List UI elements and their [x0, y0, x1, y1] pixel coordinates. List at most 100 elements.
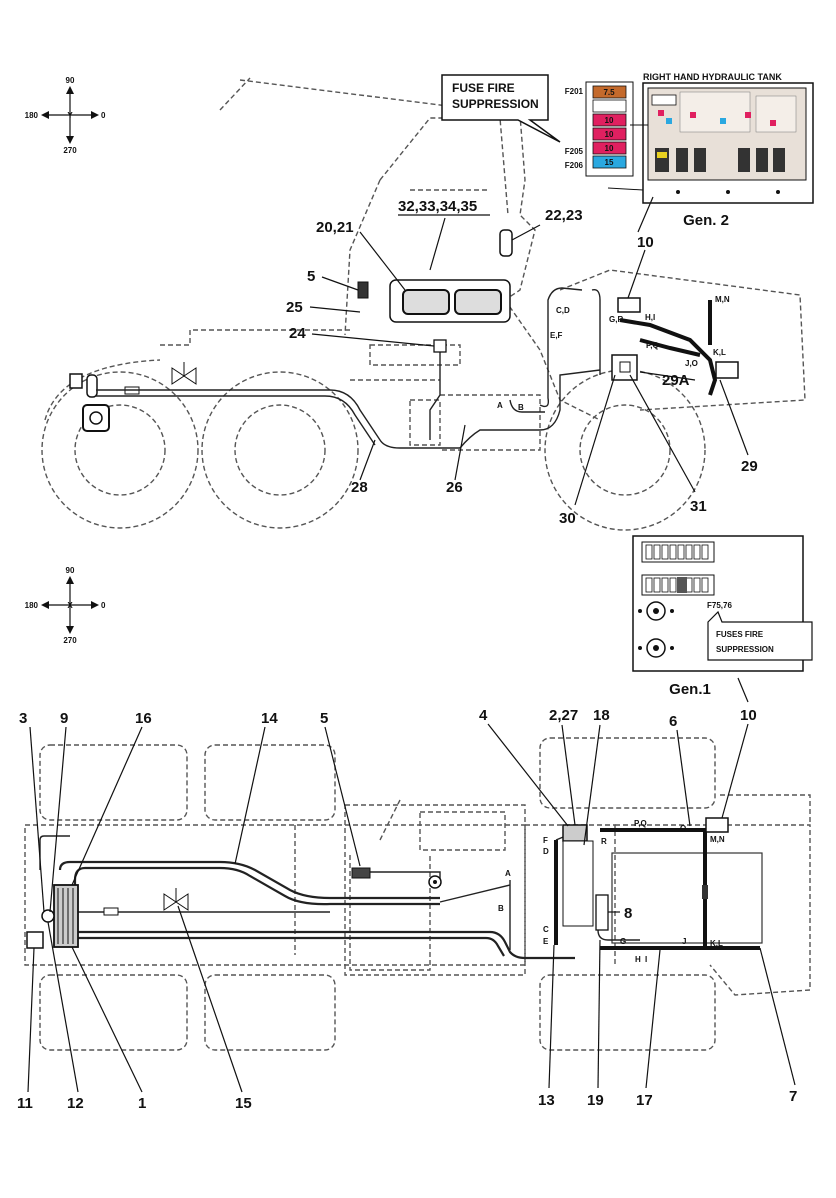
callout-3: 3: [19, 710, 27, 727]
fuse-value: 10: [605, 144, 614, 153]
callout-19: 19: [587, 1092, 604, 1109]
compass-top-w: 180: [25, 111, 39, 120]
callout-16: 16: [135, 710, 152, 727]
callout-4: 4: [479, 707, 488, 724]
callout-8: 8: [624, 905, 632, 922]
callout-32-35: 32,33,34,35: [398, 198, 477, 215]
compass-top-n: 90: [66, 76, 75, 85]
compass-bottom: 90 180 0 270 X: [25, 566, 106, 645]
letters-bottom: F D A B C E R P,Q O M,N G H I J K,L: [498, 819, 725, 964]
callout-5-top: 5: [307, 268, 315, 285]
letter-i: I: [645, 955, 647, 964]
fuse-callout-top-line2: SUPPRESSION: [452, 97, 539, 111]
callout-22-23: 22,23: [545, 207, 583, 224]
fuse-panel-gen1-caption: Gen.1: [669, 681, 711, 698]
callout-5-bottom: 5: [320, 710, 328, 727]
letter-r: R: [601, 837, 607, 846]
letter-mn-bottom: M,N: [710, 835, 725, 844]
callout-24: 24: [289, 325, 306, 342]
fuse-callout-bottom-line1: FUSES FIRE: [716, 630, 764, 639]
callout-9: 9: [60, 710, 68, 727]
letter-d: D: [543, 847, 549, 856]
callout-6: 6: [669, 713, 677, 730]
callout-25: 25: [286, 299, 303, 316]
fuse-panel-gen1: F75,76 FUSES FIRE SUPPRESSION Gen.1: [632, 535, 813, 703]
fuse-panel-gen2-caption: Gen. 2: [683, 212, 729, 229]
letter-a-bottom: A: [505, 869, 511, 878]
leaders-bottom: [27, 723, 796, 1093]
letter-a: A: [497, 401, 503, 410]
letter-o: O: [680, 824, 686, 833]
fuse-value: 7.5: [603, 88, 615, 97]
letter-gr: G,R: [609, 315, 623, 324]
truck-side-wheels: [41, 369, 706, 531]
fuse-label-f206: F206: [565, 161, 584, 170]
callout-11: 11: [17, 1095, 33, 1112]
letter-b-bottom: B: [498, 904, 504, 913]
callout-10-top: 10: [637, 234, 654, 251]
compass-top: 90 180 0 270 Y: [25, 76, 106, 155]
letter-pq-bottom: P,Q: [634, 819, 647, 828]
callout-26: 26: [446, 479, 463, 496]
callout-31: 31: [690, 498, 707, 515]
fuse-callout-top-line1: FUSE FIRE: [452, 81, 515, 95]
letter-h: H: [635, 955, 641, 964]
hoses-bottom: [39, 828, 760, 960]
letter-f: F: [543, 836, 548, 845]
callouts-top: 32,33,34,35 20,21 22,23 5 25 24 10 29A 2…: [286, 198, 758, 527]
callout-13: 13: [538, 1092, 555, 1109]
compass-bottom-axis: X: [67, 601, 73, 610]
letter-jo: J,O: [685, 359, 698, 368]
callout-29a: 29A: [662, 372, 690, 389]
compass-bottom-w: 180: [25, 601, 39, 610]
callout-17: 17: [636, 1092, 653, 1109]
fuse-panel-gen2-title: RIGHT HAND HYDRAULIC TANK: [643, 72, 782, 82]
letter-kl-bottom: K,L: [710, 939, 723, 948]
callout-29: 29: [741, 458, 758, 475]
compass-top-axis: Y: [67, 111, 73, 120]
callout-20-21: 20,21: [316, 219, 354, 236]
compass-bottom-s: 270: [63, 636, 77, 645]
callout-1: 1: [138, 1095, 146, 1112]
truck-top-outline: [24, 737, 811, 1051]
fuse-value: 10: [605, 130, 614, 139]
callout-2-27: 2,27: [549, 707, 578, 724]
letter-mn: M,N: [715, 295, 730, 304]
components-bottom: [26, 817, 729, 949]
letter-e: E: [543, 937, 549, 946]
compass-bottom-e: 0: [101, 601, 106, 610]
compass-bottom-n: 90: [66, 566, 75, 575]
letter-g: G: [620, 937, 626, 946]
callout-15: 15: [235, 1095, 252, 1112]
letter-c: C: [543, 925, 549, 934]
fuse-label-f205: F205: [565, 147, 584, 156]
letter-j: J: [682, 937, 686, 946]
fuse-value: 10: [605, 116, 614, 125]
fuse-panel-gen2: RIGHT HAND HYDRAULIC TANK 7.5 10 10 10 1…: [565, 72, 814, 229]
hoses-top: [96, 287, 718, 449]
callout-28: 28: [351, 479, 368, 496]
letter-cd: C,D: [556, 306, 570, 315]
letter-hi: H,I: [645, 313, 655, 322]
engine-nozzles-top: [357, 229, 739, 381]
leaders-top: [309, 196, 749, 506]
fuse-callout-bottom-line2: SUPPRESSION: [716, 645, 774, 654]
compass-top-s: 270: [63, 146, 77, 155]
callout-30: 30: [559, 510, 576, 527]
letter-ef: E,F: [550, 331, 563, 340]
callout-7: 7: [789, 1088, 797, 1105]
compass-top-e: 0: [101, 111, 106, 120]
letters-top: C,D E,F A B G,R H,I P,Q J,O K,L M,N: [497, 295, 730, 412]
callout-12: 12: [67, 1095, 84, 1112]
callouts-bottom: 3 9 16 14 5 4 2,27 18 6 10 8 11 12 1 15 …: [17, 707, 797, 1112]
letter-kl: K,L: [713, 348, 726, 357]
letter-pq: P,Q: [646, 341, 659, 350]
callout-10-bottom: 10: [740, 707, 757, 724]
fuse-fire-suppression-callout-top: FUSE FIRE SUPPRESSION: [441, 74, 561, 143]
fuse-value: 15: [605, 158, 614, 167]
letter-b: B: [518, 403, 524, 412]
fuse-label-f75-76: F75,76: [707, 601, 732, 610]
fuse-label-f201: F201: [565, 87, 584, 96]
callout-18: 18: [593, 707, 610, 724]
